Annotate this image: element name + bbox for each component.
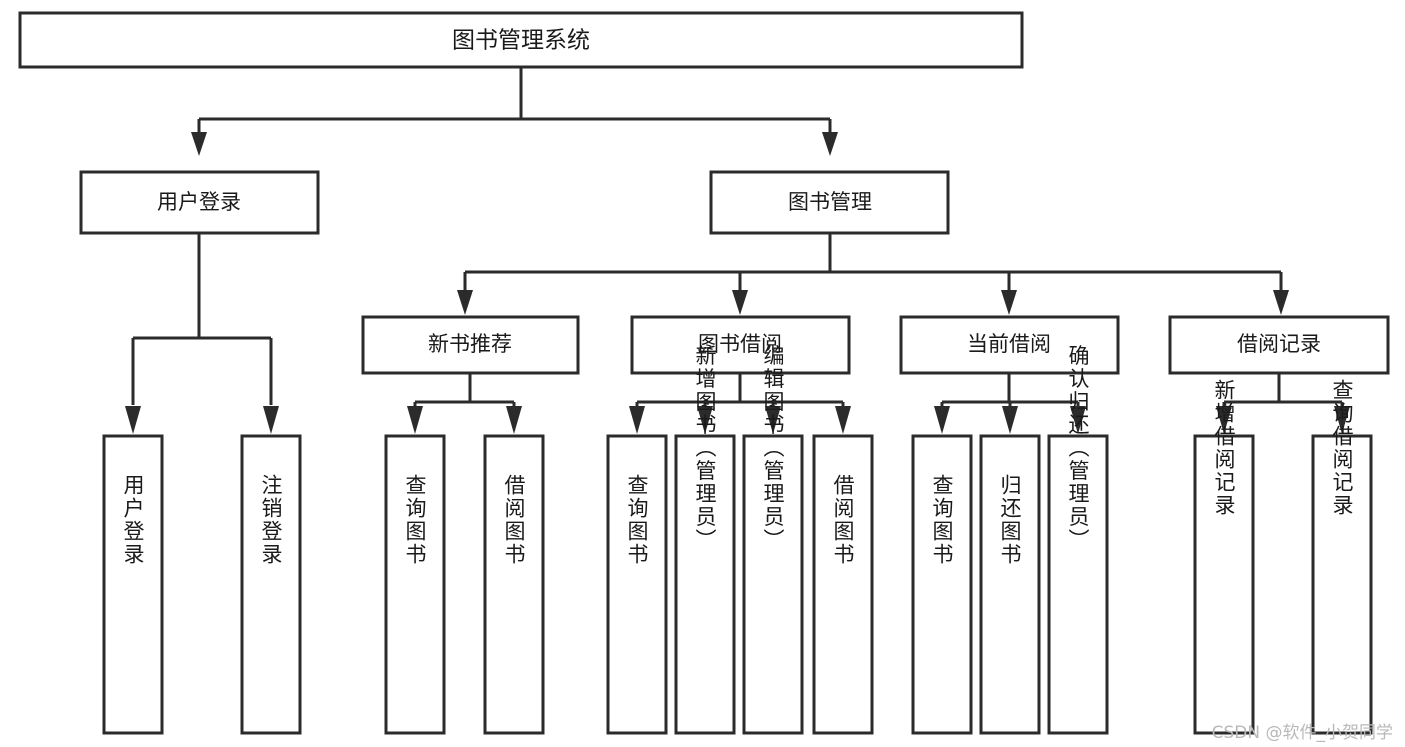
arrow-head-leaf-query-book-2 [629,406,645,434]
node-leaf-borrow-book-1-label: 借阅图书 [502,474,526,566]
arrow-head-leaf-query-book-1 [407,406,423,434]
arrow-head-leaf-query-record [1334,406,1350,434]
node-leaf-borrow-book-1[interactable]: 借阅图书 [483,434,545,735]
node-leaf-query-book-3-label: 查询图书 [930,474,954,566]
node-leaf-edit-book-label: 编辑图书（管理员） [761,345,785,552]
node-leaf-query-record-box[interactable] [1311,434,1373,735]
node-leaf-query-book-2-label: 查询图书 [625,474,649,566]
node-leaf-query-book-1-label: 查询图书 [403,474,427,566]
node-leaf-confirm-return-box[interactable] [1047,434,1109,735]
edge-group-new-book-recommend-to-leaves [407,373,522,434]
node-book-borrow[interactable]: 图书借阅 [630,315,851,375]
node-leaf-query-book-3-box[interactable] [911,434,973,735]
arrow-head-book-management [822,132,838,156]
arrow-head-leaf-add-book [697,406,713,434]
node-leaf-borrow-book-2-box[interactable] [812,434,874,735]
node-book-management-box[interactable] [709,170,950,235]
node-leaf-query-book-1[interactable]: 查询图书 [384,434,446,735]
node-user-login-box[interactable] [79,170,320,235]
edge-group-book-management-to-level3 [457,233,1289,315]
node-current-borrow-box[interactable] [899,315,1120,375]
arrow-head-leaf-edit-book [765,406,781,434]
node-new-book-recommend[interactable]: 新书推荐 [361,315,580,375]
arrow-head-book-borrow [732,290,748,315]
node-leaf-add-book-box[interactable] [674,434,736,735]
edge-group-borrow-record-to-leaves [1216,373,1350,434]
node-leaf-return-book-label: 归还图书 [998,474,1022,566]
node-leaf-query-book-3[interactable]: 查询图书 [911,434,973,735]
node-leaf-confirm-return[interactable]: 确认归还（管理员） [1047,345,1109,735]
edge-group-user-login-to-leaves [125,233,279,434]
edge-group-root-to-level2 [191,67,838,156]
node-leaf-user-login-label: 用户登录 [121,474,145,566]
node-root[interactable]: 图书管理系统 [18,11,1024,69]
node-borrow-record-label: 借阅记录 [1237,332,1321,356]
node-new-book-recommend-label: 新书推荐 [428,332,512,356]
node-leaf-user-login-box[interactable] [102,434,164,735]
node-root-box[interactable] [18,11,1024,69]
node-leaf-query-book-2[interactable]: 查询图书 [606,434,668,735]
node-root-label: 图书管理系统 [452,28,590,54]
node-current-borrow[interactable]: 当前借阅 [899,315,1120,375]
node-leaf-borrow-book-2[interactable]: 借阅图书 [812,434,874,735]
node-new-book-recommend-box[interactable] [361,315,580,375]
arrow-head-leaf-borrow-book-1 [506,406,522,434]
node-leaf-add-record-box[interactable] [1193,434,1255,735]
node-leaf-borrow-book-1-box[interactable] [483,434,545,735]
node-book-management-label: 图书管理 [788,190,872,214]
arrow-head-leaf-borrow-book-2 [835,406,851,434]
node-leaf-add-book-label: 新增图书（管理员） [693,345,717,552]
arrow-head-leaf-user-login [125,406,141,434]
node-leaf-return-book[interactable]: 归还图书 [979,434,1041,735]
arrow-head-user-login [191,132,207,156]
node-user-login-label: 用户登录 [157,190,241,214]
node-user-login[interactable]: 用户登录 [79,170,320,235]
node-leaf-query-record[interactable]: 查询借阅记录 [1311,379,1373,735]
edge-group-book-borrow-to-leaves [629,373,851,434]
node-leaf-add-book[interactable]: 新增图书（管理员） [674,345,736,735]
arrow-head-current-borrow [1001,290,1017,315]
node-leaf-user-logout[interactable]: 注销登录 [240,434,302,735]
node-leaf-return-book-box[interactable] [979,434,1041,735]
csdn-watermark: CSDN @软件_小贺同学 [1211,723,1393,743]
edge-group-current-borrow-to-leaves [934,373,1086,434]
arrow-head-leaf-query-book-3 [934,406,950,434]
node-leaf-confirm-return-label: 确认归还（管理员） [1066,345,1090,552]
node-current-borrow-label: 当前借阅 [967,332,1051,356]
arrow-head-leaf-user-logout [263,406,279,434]
node-borrow-record-box[interactable] [1168,315,1390,375]
arrow-head-new-book-recommend [457,290,473,315]
node-borrow-record[interactable]: 借阅记录 [1168,315,1390,375]
node-leaf-user-logout-label: 注销登录 [259,474,283,566]
node-leaf-user-login[interactable]: 用户登录 [102,434,164,735]
node-book-borrow-box[interactable] [630,315,851,375]
arrow-head-leaf-confirm-return [1070,406,1086,434]
node-book-borrow-label: 图书借阅 [698,332,782,356]
node-leaf-edit-book-box[interactable] [742,434,804,735]
node-leaf-edit-book[interactable]: 编辑图书（管理员） [742,345,804,735]
node-leaf-query-book-1-box[interactable] [384,434,446,735]
node-leaf-add-record-label: 新增借阅记录 [1212,379,1236,517]
node-leaf-query-book-2-box[interactable] [606,434,668,735]
arrow-head-borrow-record [1273,290,1289,315]
node-leaf-user-logout-box[interactable] [240,434,302,735]
arrow-head-leaf-add-record [1216,406,1232,434]
node-leaf-borrow-book-2-label: 借阅图书 [831,474,855,566]
node-book-management[interactable]: 图书管理 [709,170,950,235]
arrow-head-leaf-return-book [1002,406,1018,434]
node-leaf-query-record-label: 查询借阅记录 [1330,379,1354,517]
node-leaf-add-record[interactable]: 新增借阅记录 [1193,379,1255,735]
